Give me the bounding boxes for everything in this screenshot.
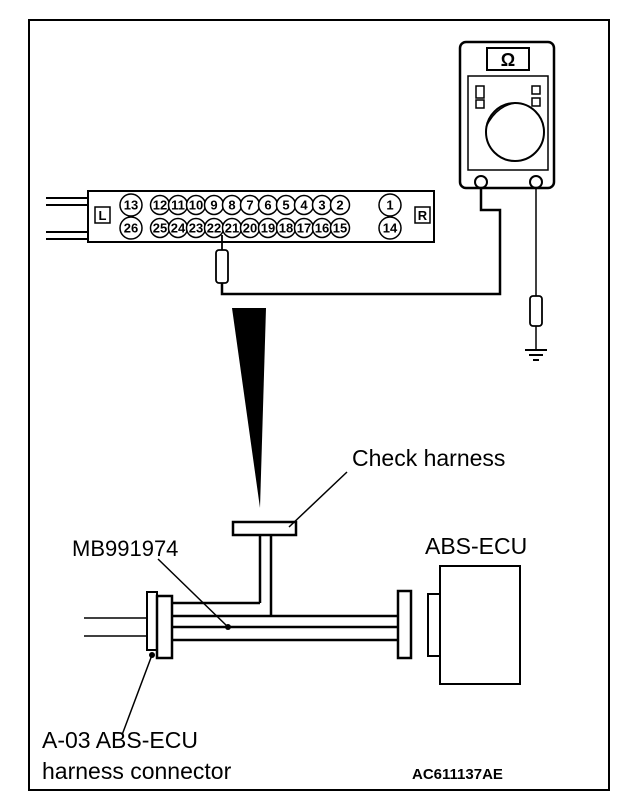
abs-ecu-box [439,565,521,685]
connector-pin-label-18: 18 [279,221,293,236]
ohmmeter-face [467,75,549,171]
check-harness-label: Check harness [352,445,505,471]
connector-pin-label-12: 12 [153,198,167,213]
connector-pin-label-16: 16 [315,221,329,236]
ground-icon [525,349,547,361]
connector-pin-label-9: 9 [210,198,217,213]
connector-pin-label-10: 10 [189,198,203,213]
ohmmeter-indicator [475,85,485,99]
check-harness-leader [288,471,348,528]
connector-pin-label-8: 8 [228,198,235,213]
ecu-side-connector [396,589,413,660]
connector-pin-label-23: 23 [189,221,203,236]
connector-pin-14 [378,216,402,240]
connector-pin-label-22: 22 [207,221,221,236]
check-harness-plug [231,520,298,537]
ohmmeter-terminal-right [529,175,543,189]
connector-pin-label-11: 11 [171,198,185,213]
connector-pin-label-19: 19 [261,221,275,236]
test-lead-black [220,188,502,296]
abs-ecu-socket [427,593,441,657]
test-probe [215,249,229,284]
connector-pin-label-14: 14 [383,221,398,236]
connector-pin-label-6: 6 [264,198,271,213]
connector-pin-13 [119,193,143,217]
connector-pin-1 [378,193,402,217]
connector-body [87,190,435,243]
diagram-frame [28,19,610,791]
connector-pin-label-26: 26 [124,221,138,236]
connector-pin-label-20: 20 [243,221,257,236]
connector-pin-26 [119,216,143,240]
connector-pin-label-2: 2 [336,198,343,213]
mb991974-harness [84,520,413,660]
connector-pin-label-17: 17 [297,221,311,236]
connector-pin-label-21: 21 [225,221,239,236]
connector-right-mark: R [418,208,428,223]
connector-left-mark: L [99,208,107,223]
connector-pin-label-3: 3 [318,198,325,213]
connector-pin-label-15: 15 [333,221,347,236]
connector-pin-label-4: 4 [300,198,308,213]
ohmmeter-terminal-left [474,175,488,189]
connector-prongs [46,197,88,240]
mb991974-leader [157,558,229,628]
connector-pin-label-1: 1 [386,198,393,213]
ohmmeter-body [458,40,556,190]
zoom-pointer [232,308,266,508]
mb991974-label: MB991974 [72,536,178,561]
harness-connector-label-line1: A-03 ABS-ECU [42,727,198,753]
harness-connector-label-line2: harness connector [42,758,232,784]
connector-pin-label-7: 7 [246,198,253,213]
ohm-symbol: Ω [501,50,515,70]
harness-connector-leader [121,654,153,736]
ohmmeter: Ω [458,40,556,190]
figure-code: AC611137AE [412,766,503,783]
connector-pin-label-25: 25 [153,221,167,236]
ohmmeter-dial [485,102,545,162]
harness-connector-end [155,594,174,660]
ground-probe [529,295,543,327]
connector-pin-2 [329,194,351,216]
connector-pin-label-13: 13 [124,198,138,213]
ohmmeter-display [486,47,530,71]
connector-pin-15 [329,217,351,239]
abs-ecu-label: ABS-ECU [425,533,527,559]
connector-pin-label-24: 24 [171,221,186,236]
connector-pin-label-5: 5 [282,198,289,213]
